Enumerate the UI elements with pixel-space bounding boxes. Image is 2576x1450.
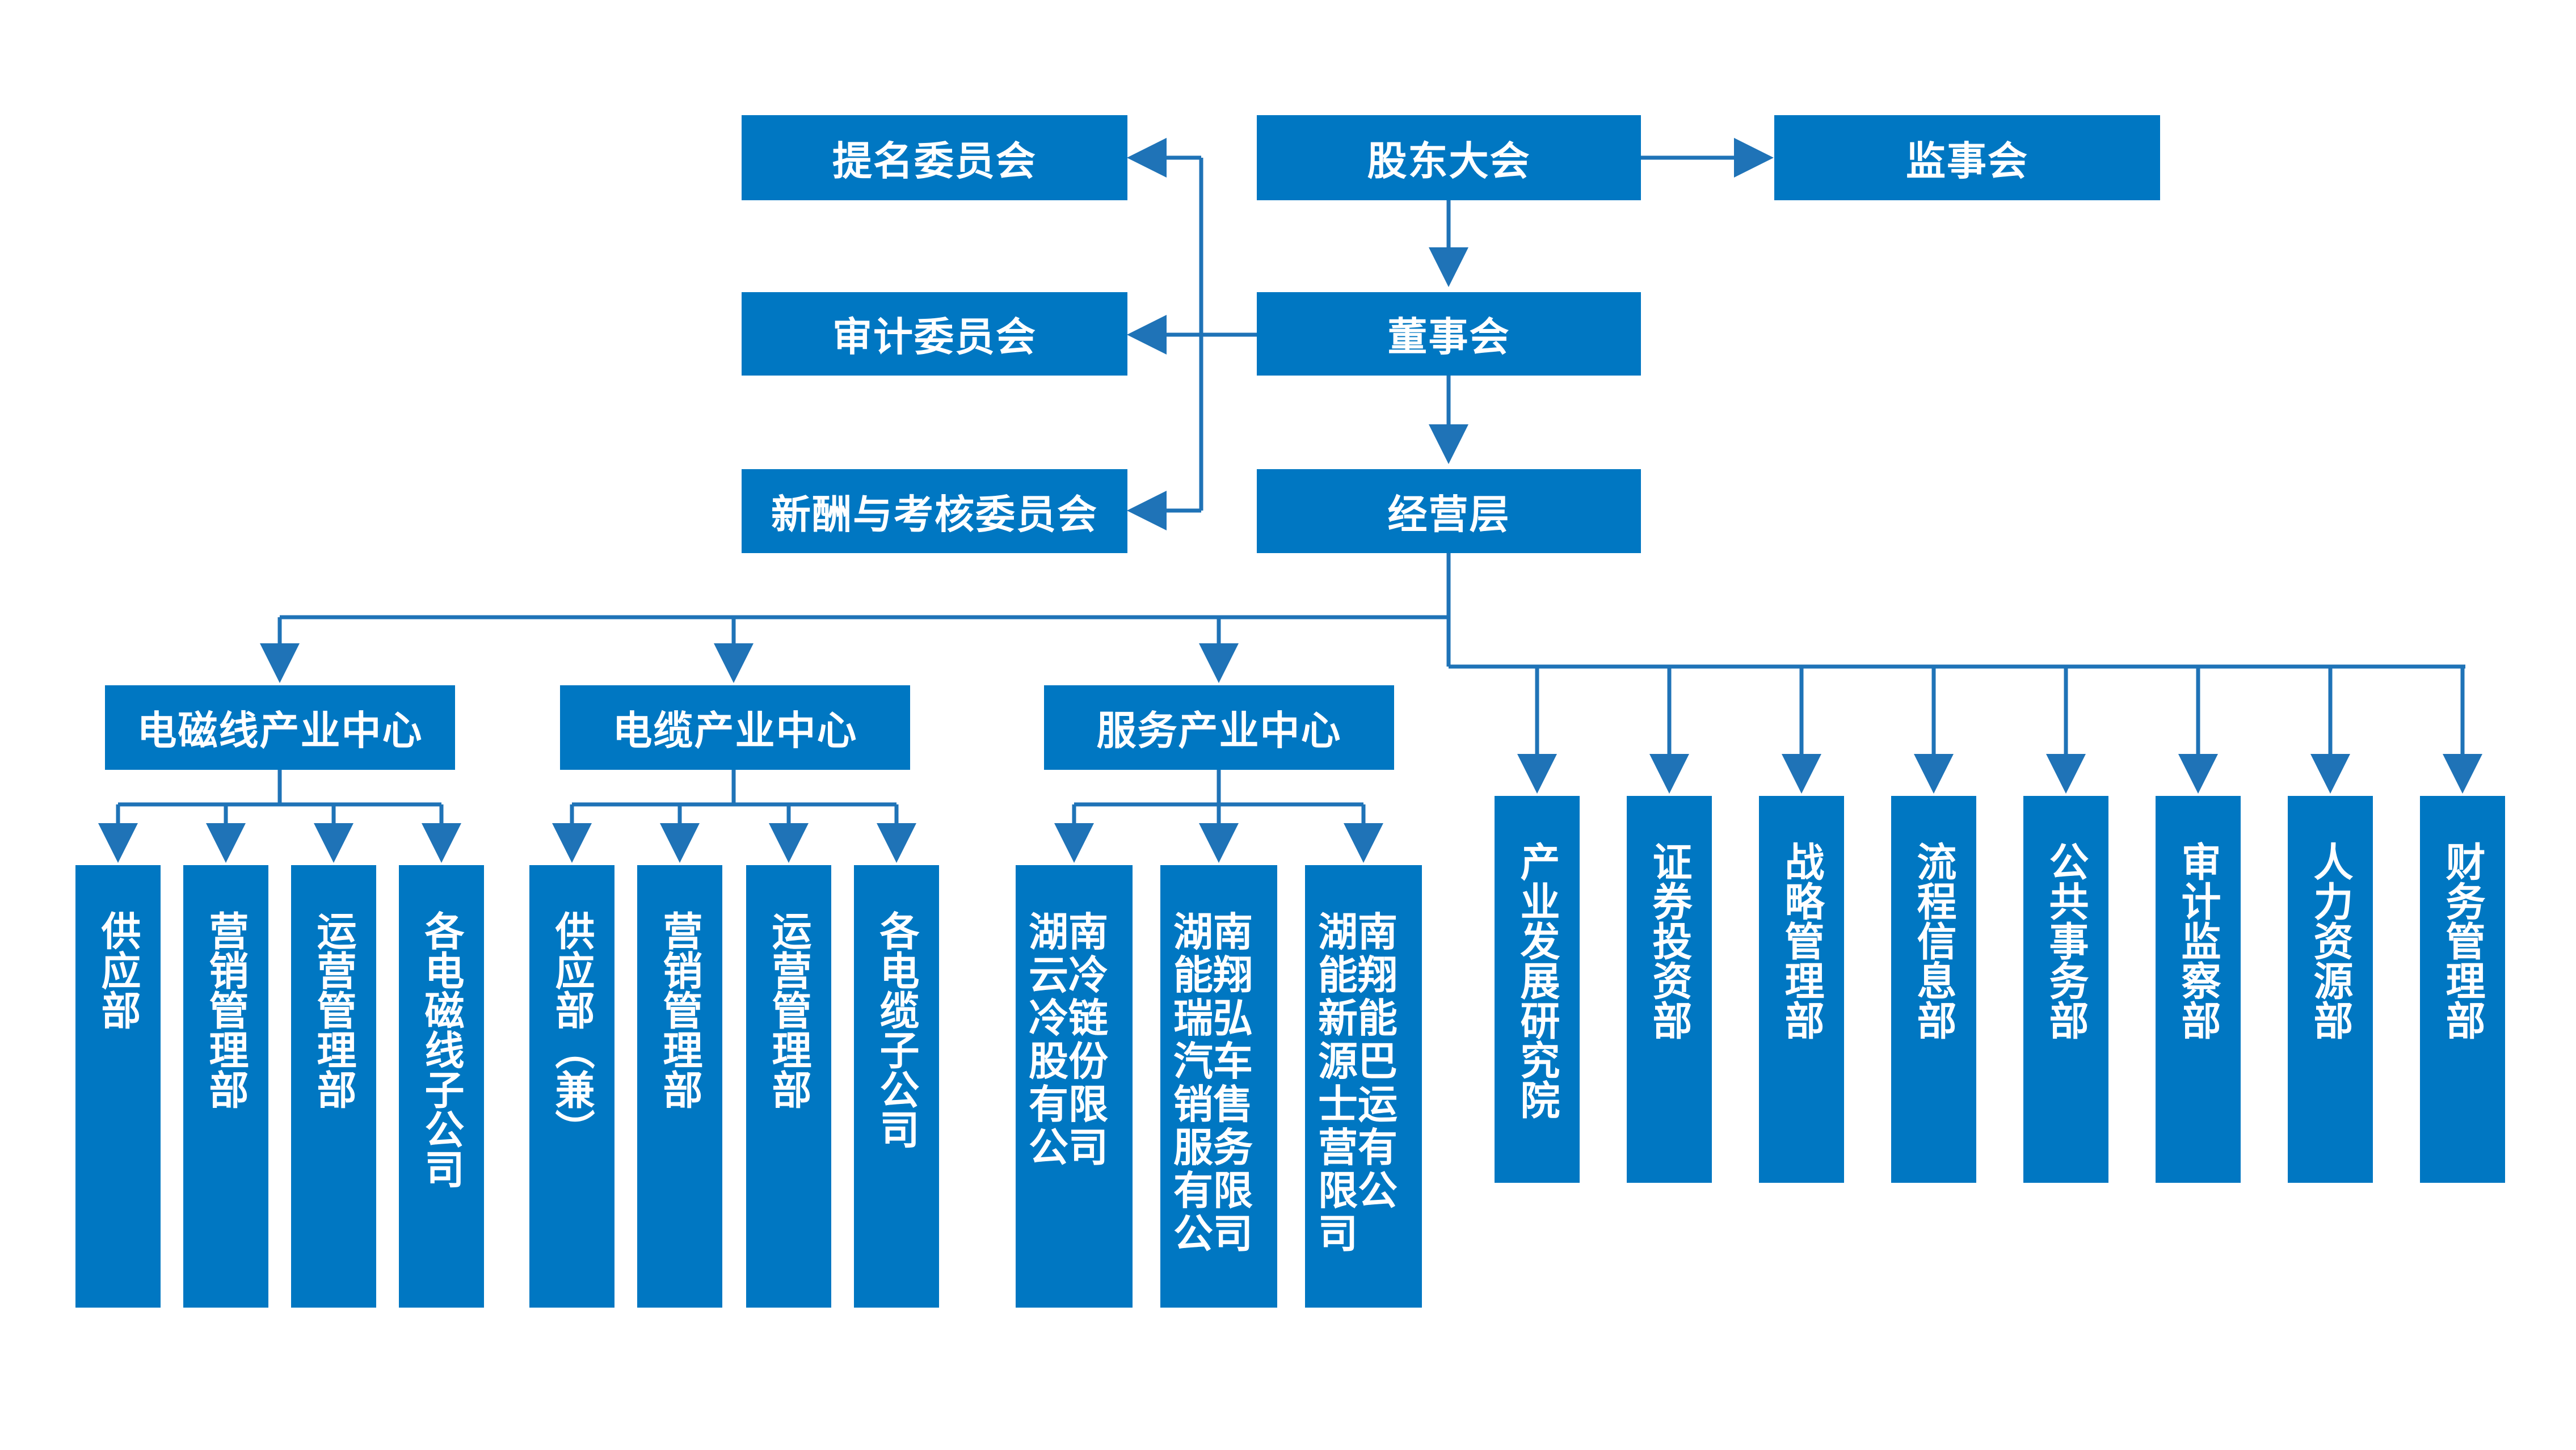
magnet-wire-operations-dept: 运营管理部 (291, 865, 376, 1308)
dept-label: 各电磁线子公司 (418, 911, 465, 1188)
management-box: 经营层 (1257, 469, 1641, 553)
shareholders-meeting-box: 股东大会 (1257, 115, 1641, 200)
human-resources-dept: 人力资源部 (2288, 796, 2373, 1183)
cable-subsidiaries: 各电缆子公司 (854, 865, 939, 1308)
dept-label: 运营管理部 (765, 911, 812, 1109)
nengxiang-ruihong-auto-company: 湖南能翔瑞弘汽车销售服务有限公司 (1160, 865, 1277, 1308)
compensation-committee-box: 新酬与考核委员会 (742, 469, 1127, 553)
strategy-management-dept: 战略管理部 (1759, 796, 1844, 1183)
dept-label: 证券投资部 (1646, 841, 1693, 1040)
dept-label: 运营管理部 (310, 911, 357, 1109)
finance-management-dept: 财务管理部 (2420, 796, 2505, 1183)
center-service-box: 服务产业中心 (1044, 685, 1394, 770)
nomination-committee-box: 提名委员会 (742, 115, 1127, 200)
company-label: 湖南云冷冷链股份有限公司 (1029, 909, 1108, 1171)
company-label: 湖南能翔瑞弘汽车销售服务有限公司 (1173, 909, 1253, 1257)
yunleng-cold-chain-company: 湖南云冷冷链股份有限公司 (1016, 865, 1133, 1308)
dept-label: 供应部 (95, 911, 141, 1030)
center-cable-box: 电缆产业中心 (560, 685, 910, 770)
dept-label: 财务管理部 (2439, 841, 2486, 1040)
dept-label: 各电缆子公司 (873, 911, 920, 1149)
board-of-directors-box: 董事会 (1257, 292, 1641, 376)
supervisory-board-box: 监事会 (1774, 115, 2160, 200)
dept-label: 产业发展研究院 (1514, 841, 1560, 1119)
dept-label: 公共事务部 (2043, 841, 2089, 1040)
company-label: 湖南能翔新能源巴士运营有限公司 (1318, 909, 1398, 1257)
public-affairs-dept: 公共事务部 (2023, 796, 2108, 1183)
dept-label: 人力资源部 (2307, 841, 2354, 1040)
magnet-wire-marketing-dept: 营销管理部 (183, 865, 268, 1308)
cable-supply-dept: 供应部（兼） (529, 865, 614, 1308)
dept-label: 供应部（兼） (549, 911, 595, 1149)
center-magnet-wire-box: 电磁线产业中心 (105, 685, 455, 770)
dept-label: 流程信息部 (1910, 841, 1957, 1040)
nengxiang-new-energy-bus-company: 湖南能翔新能源巴士运营有限公司 (1305, 865, 1422, 1308)
dept-label: 营销管理部 (656, 911, 703, 1109)
dept-label: 营销管理部 (203, 911, 249, 1109)
dept-label: 审计监察部 (2175, 841, 2221, 1040)
process-information-dept: 流程信息部 (1891, 796, 1976, 1183)
industry-research-institute: 产业发展研究院 (1495, 796, 1580, 1183)
cable-marketing-dept: 营销管理部 (637, 865, 722, 1308)
dept-label: 战略管理部 (1778, 841, 1825, 1040)
audit-committee-box: 审计委员会 (742, 292, 1127, 376)
audit-supervision-dept: 审计监察部 (2156, 796, 2241, 1183)
magnet-wire-subsidiaries: 各电磁线子公司 (399, 865, 484, 1308)
magnet-wire-supply-dept: 供应部 (75, 865, 161, 1308)
cable-operations-dept: 运营管理部 (746, 865, 831, 1308)
securities-investment-dept: 证券投资部 (1627, 796, 1712, 1183)
